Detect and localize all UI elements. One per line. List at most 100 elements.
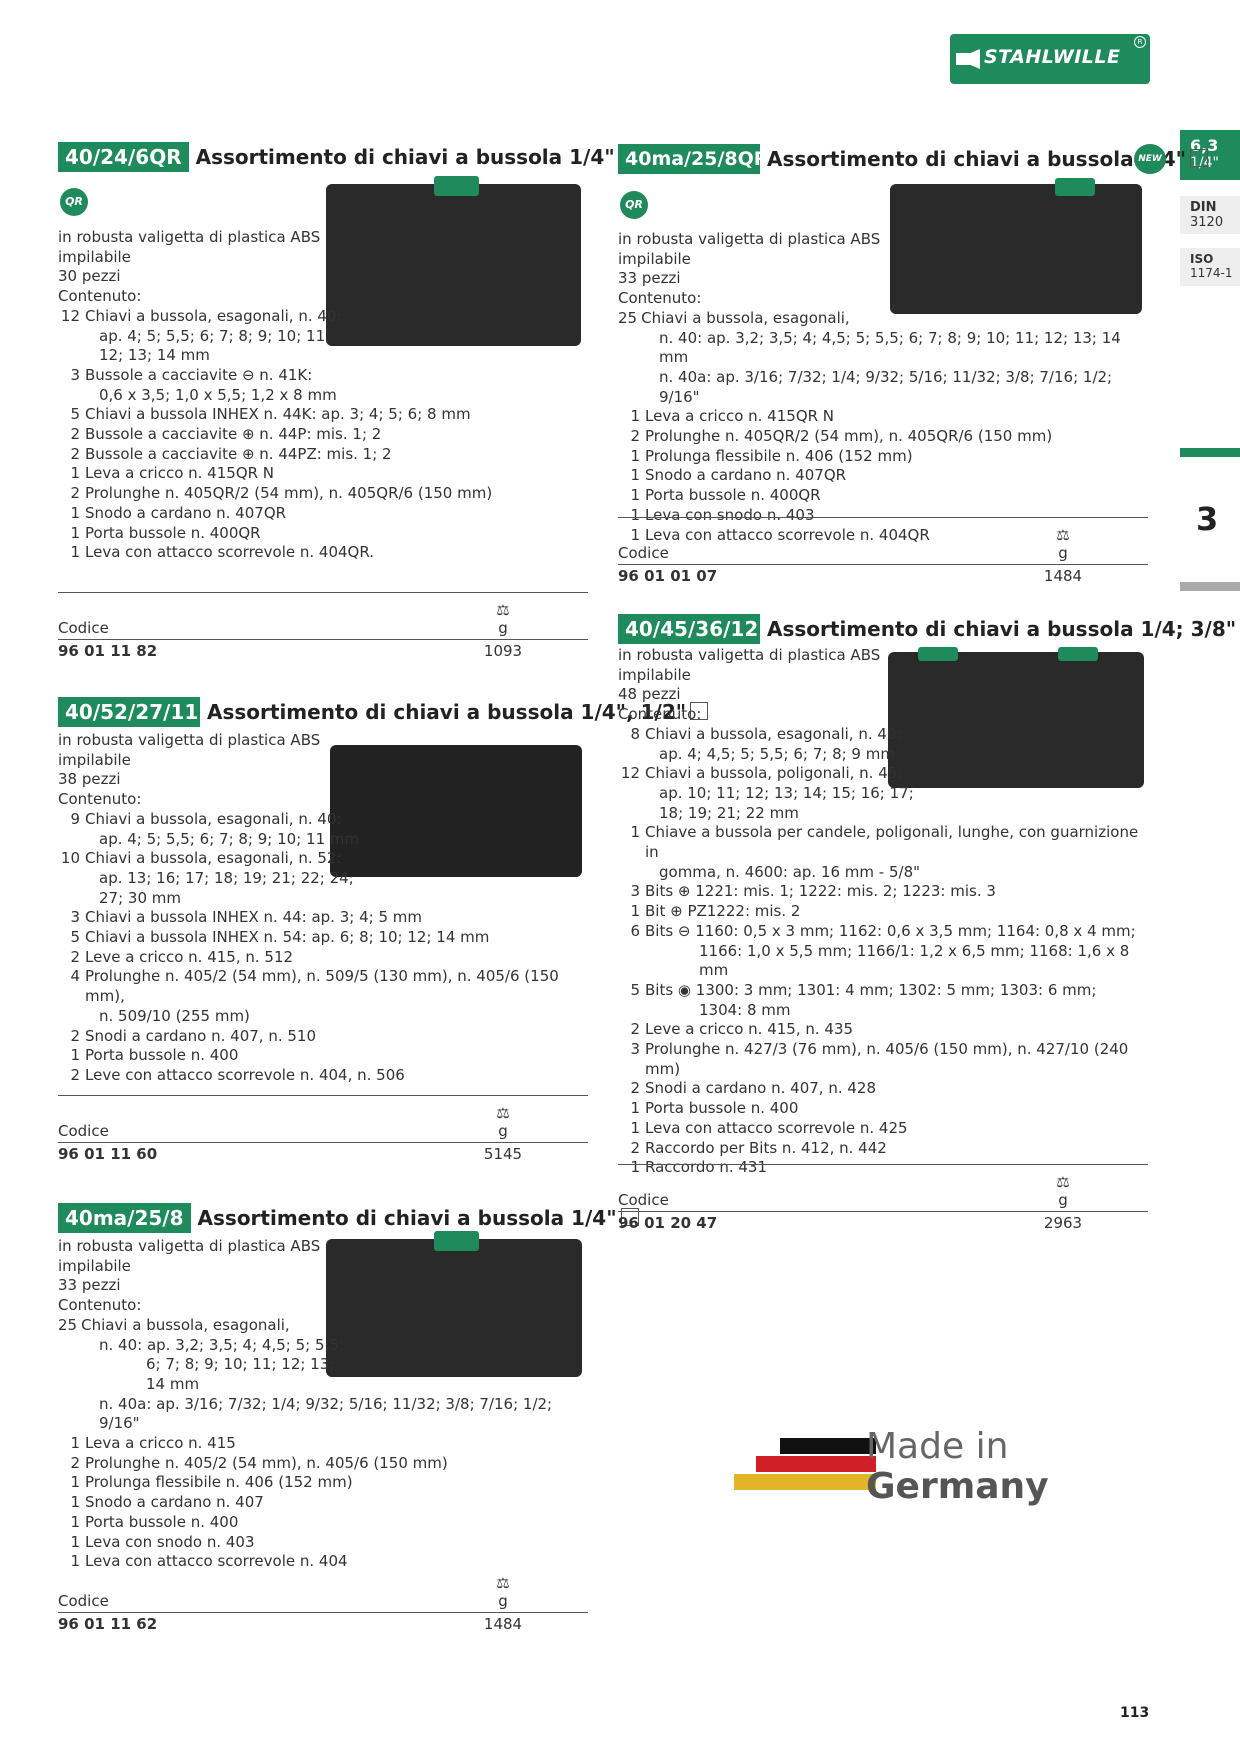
description-line: impilabile bbox=[618, 249, 691, 268]
weight-unit: g bbox=[498, 1122, 508, 1140]
item-text: Leva a cricco n. 415 bbox=[85, 1434, 236, 1453]
weight-unit: g bbox=[1058, 544, 1068, 562]
compare-checkbox[interactable] bbox=[1190, 149, 1209, 167]
description-line: in robusta valigetta di plastica ABS bbox=[58, 1237, 321, 1255]
item-text: Leva con attacco scorrevole n. 404 bbox=[85, 1552, 348, 1571]
code-label: Codice bbox=[618, 544, 669, 562]
item-text: Prolunghe n. 405/2 (54 mm), n. 509/5 (13… bbox=[85, 967, 559, 1006]
item-text: Bits ◉ 1300: 3 mm; 1301: 4 mm; 1302: 5 m… bbox=[645, 980, 1097, 999]
weight-value: 2963 bbox=[1043, 1214, 1083, 1232]
tab-size: 6,3 bbox=[1190, 136, 1219, 155]
item-quantity: 9 bbox=[70, 809, 80, 828]
item-text: Chiavi a bussola INHEX n. 44: ap. 3; 4; … bbox=[85, 908, 422, 927]
item-text: Bussole a cacciavite ⊕ n. 44PZ: mis. 1; … bbox=[85, 444, 392, 463]
item-text: n. 40: ap. 3,2; 3,5; 4; 4,5; 5; 5,5; 6; … bbox=[659, 328, 1121, 367]
registered-icon: R bbox=[1134, 36, 1146, 48]
din-label: DIN bbox=[1190, 200, 1217, 215]
content-item: ap. 4; 5; 5,5; 6; 7; 8; 9; 10; 11 mm bbox=[58, 830, 588, 850]
content-item: ap. 4; 5; 5,5; 6; 7; 8; 9; 10; 11; bbox=[58, 327, 492, 347]
item-text: Raccordo n. 431 bbox=[645, 1158, 767, 1177]
item-text: Chiavi a bussola, esagonali, n. 52: bbox=[85, 849, 342, 868]
article-number: 96 01 11 62 bbox=[58, 1615, 158, 1633]
item-text: ap. 4; 4,5; 5; 5,5; 6; 7; 8; 9 mm bbox=[659, 744, 895, 763]
item-quantity: 1 bbox=[70, 503, 80, 522]
item-text: Bit ⊕ PZ1222: mis. 2 bbox=[645, 902, 801, 921]
scale-icon: ⚖ bbox=[496, 601, 510, 619]
item-text: 27; 30 mm bbox=[99, 888, 181, 907]
compare-checkbox[interactable] bbox=[690, 702, 709, 720]
item-text: Chiavi a bussola, esagonali, n. 40: bbox=[645, 724, 902, 743]
description-line: impilabile bbox=[58, 750, 131, 769]
item-quantity bbox=[58, 327, 85, 347]
article-number: 96 01 01 07 bbox=[618, 567, 718, 585]
item-text: n. 40a: ap. 3/16; 7/32; 1/4; 9/32; 5/16;… bbox=[659, 367, 1113, 406]
item-quantity bbox=[58, 889, 85, 909]
description-line: 30 pezzi bbox=[58, 267, 121, 286]
item-quantity: 1 bbox=[630, 902, 640, 921]
iso-value: 1174-1 bbox=[1190, 266, 1233, 280]
description-line: Contenuto: bbox=[618, 289, 702, 308]
product-title: Assortimento di chiavi a bussola 1/4" bbox=[189, 145, 637, 169]
product-40-24-6qr: 40/24/6QR Assortimento di chiavi a busso… bbox=[58, 142, 637, 561]
item-quantity: 1 bbox=[70, 1552, 80, 1571]
product-header: 40/52/27/11 Assortimento di chiavi a bus… bbox=[58, 697, 709, 727]
item-text: Porta bussole n. 400 bbox=[85, 1512, 239, 1531]
product-code: 40/52/27/11 bbox=[58, 697, 200, 727]
item-text: Snodo a cardano n. 407QR bbox=[85, 503, 287, 522]
product-40ma-25-8qr: 40ma/25/8QR Assortimento di chiavi a bus… bbox=[618, 144, 1209, 544]
code-label: Codice bbox=[58, 619, 109, 637]
description-line: Contenuto: bbox=[618, 705, 702, 724]
description-line: in robusta valigetta di plastica ABS bbox=[58, 731, 321, 749]
item-quantity bbox=[58, 830, 85, 850]
scale-icon: ⚖ bbox=[496, 1104, 510, 1122]
content-item: 1166: 1,0 x 5,5 mm; 1166/1: 1,2 x 6,5 mm… bbox=[618, 942, 1148, 981]
item-text: Leve con attacco scorrevole n. 404, n. 5… bbox=[85, 1065, 405, 1084]
article-number: 96 01 20 47 bbox=[618, 1214, 718, 1232]
product-header: 40ma/25/8QR Assortimento di chiavi a bus… bbox=[618, 144, 1209, 174]
item-quantity: 1 bbox=[630, 446, 640, 465]
item-text: Prolunghe n. 405/2 (54 mm), n. 405/6 (15… bbox=[85, 1453, 448, 1472]
item-text: Bussole a cacciavite ⊖ n. 41K: bbox=[85, 365, 313, 384]
item-text: n. 509/10 (255 mm) bbox=[99, 1006, 250, 1025]
content-item: ap. 4; 4,5; 5; 5,5; 6; 7; 8; 9 mm bbox=[618, 745, 1148, 765]
content-item: ap. 10; 11; 12; 13; 14; 15; 16; 17; bbox=[618, 784, 1148, 804]
item-text: Prolunga flessibile n. 406 (152 mm) bbox=[85, 1473, 353, 1492]
article-number: 96 01 11 82 bbox=[58, 642, 158, 660]
item-quantity: 12 bbox=[620, 764, 640, 783]
compare-checkbox[interactable] bbox=[620, 1208, 639, 1226]
item-quantity: 1 bbox=[70, 1493, 80, 1512]
made-in-germany-logo: Made in Germany bbox=[734, 1426, 1074, 1512]
scale-icon: ⚖ bbox=[496, 1574, 510, 1592]
product-header: 40/45/36/12 Assortimento di chiavi a bus… bbox=[618, 614, 1236, 644]
item-text: Raccordo per Bits n. 412, n. 442 bbox=[645, 1138, 887, 1157]
item-quantity bbox=[618, 745, 645, 765]
item-quantity: 10 bbox=[60, 849, 80, 868]
iso-label: ISO bbox=[1190, 252, 1214, 266]
sidebar-tab-active[interactable]: 6,3 1/4" bbox=[1180, 130, 1240, 180]
item-quantity: 2 bbox=[70, 425, 80, 444]
item-text: Leva con attacco scorrevole n. 404QR. bbox=[85, 543, 375, 562]
product-photo bbox=[330, 745, 582, 877]
item-quantity: 5 bbox=[630, 980, 640, 999]
item-text: n. 40: ap. 3,2; 3,5; 4; 4,5; 5; 5,5; bbox=[99, 1335, 344, 1354]
content-item: gomma, n. 4600: ap. 16 mm - 5/8" bbox=[618, 863, 1148, 883]
product-title: Assortimento di chiavi a bussola 1/4; 3/… bbox=[767, 617, 1237, 641]
qr-badge-icon: QR bbox=[60, 188, 88, 216]
weight-unit: g bbox=[1058, 1191, 1068, 1209]
item-quantity bbox=[618, 1001, 645, 1021]
germany-text: Germany bbox=[866, 1466, 1049, 1507]
